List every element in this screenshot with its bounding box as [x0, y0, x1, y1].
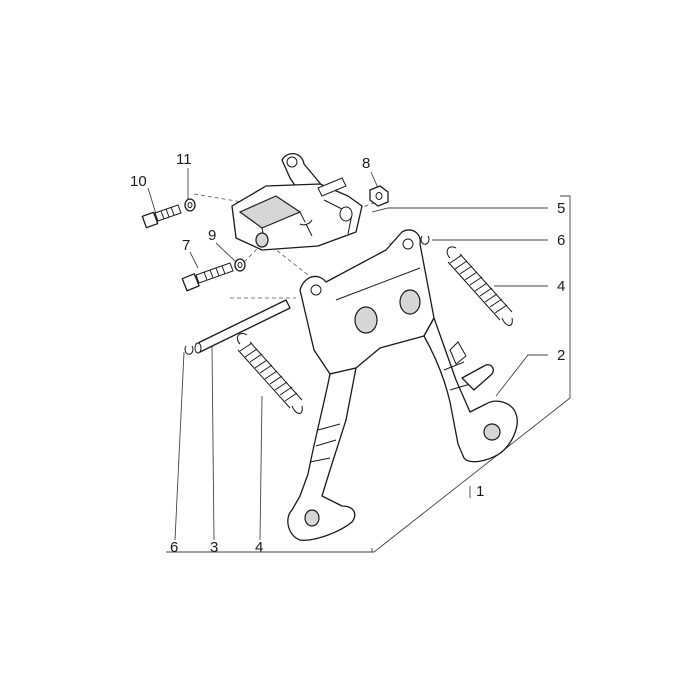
circlip-left-part-6 [184, 345, 194, 355]
assembly-bracket-lines [166, 195, 571, 553]
callout-9: 9 [208, 227, 216, 244]
leader-lines [147, 168, 548, 541]
callout-6-right: 6 [557, 232, 565, 249]
callout-3: 3 [210, 539, 218, 556]
callout-6-bottom: 6 [170, 539, 178, 556]
callout-4-bottom: 4 [255, 539, 263, 556]
mounting-bracket-part-5 [231, 153, 363, 251]
spring-left-part-4 [236, 332, 303, 414]
spring-left-coils [239, 342, 298, 402]
spring-right-coils [449, 254, 508, 314]
bolt-small-part-10 [141, 204, 182, 229]
center-stand-part-2 [287, 229, 518, 541]
washer-part-11 [184, 198, 196, 212]
callout-7: 7 [182, 237, 190, 254]
spring-right-part-4 [446, 246, 513, 326]
callout-1: 1 [476, 483, 484, 500]
bolt-long-part-7 [181, 262, 234, 292]
circlip-right-part-6 [420, 235, 430, 245]
callout-2: 2 [557, 347, 565, 364]
callout-4-right: 4 [557, 278, 565, 295]
callout-5: 5 [557, 200, 565, 217]
washer-part-9 [234, 258, 246, 272]
callout-labels: 1 2 3 4 4 5 6 6 7 8 9 10 11 [130, 151, 565, 556]
pin-part-3 [194, 299, 291, 354]
callout-11: 11 [176, 151, 192, 168]
callout-10: 10 [130, 173, 147, 190]
nut-part-8 [369, 185, 389, 207]
callout-8: 8 [362, 155, 370, 172]
